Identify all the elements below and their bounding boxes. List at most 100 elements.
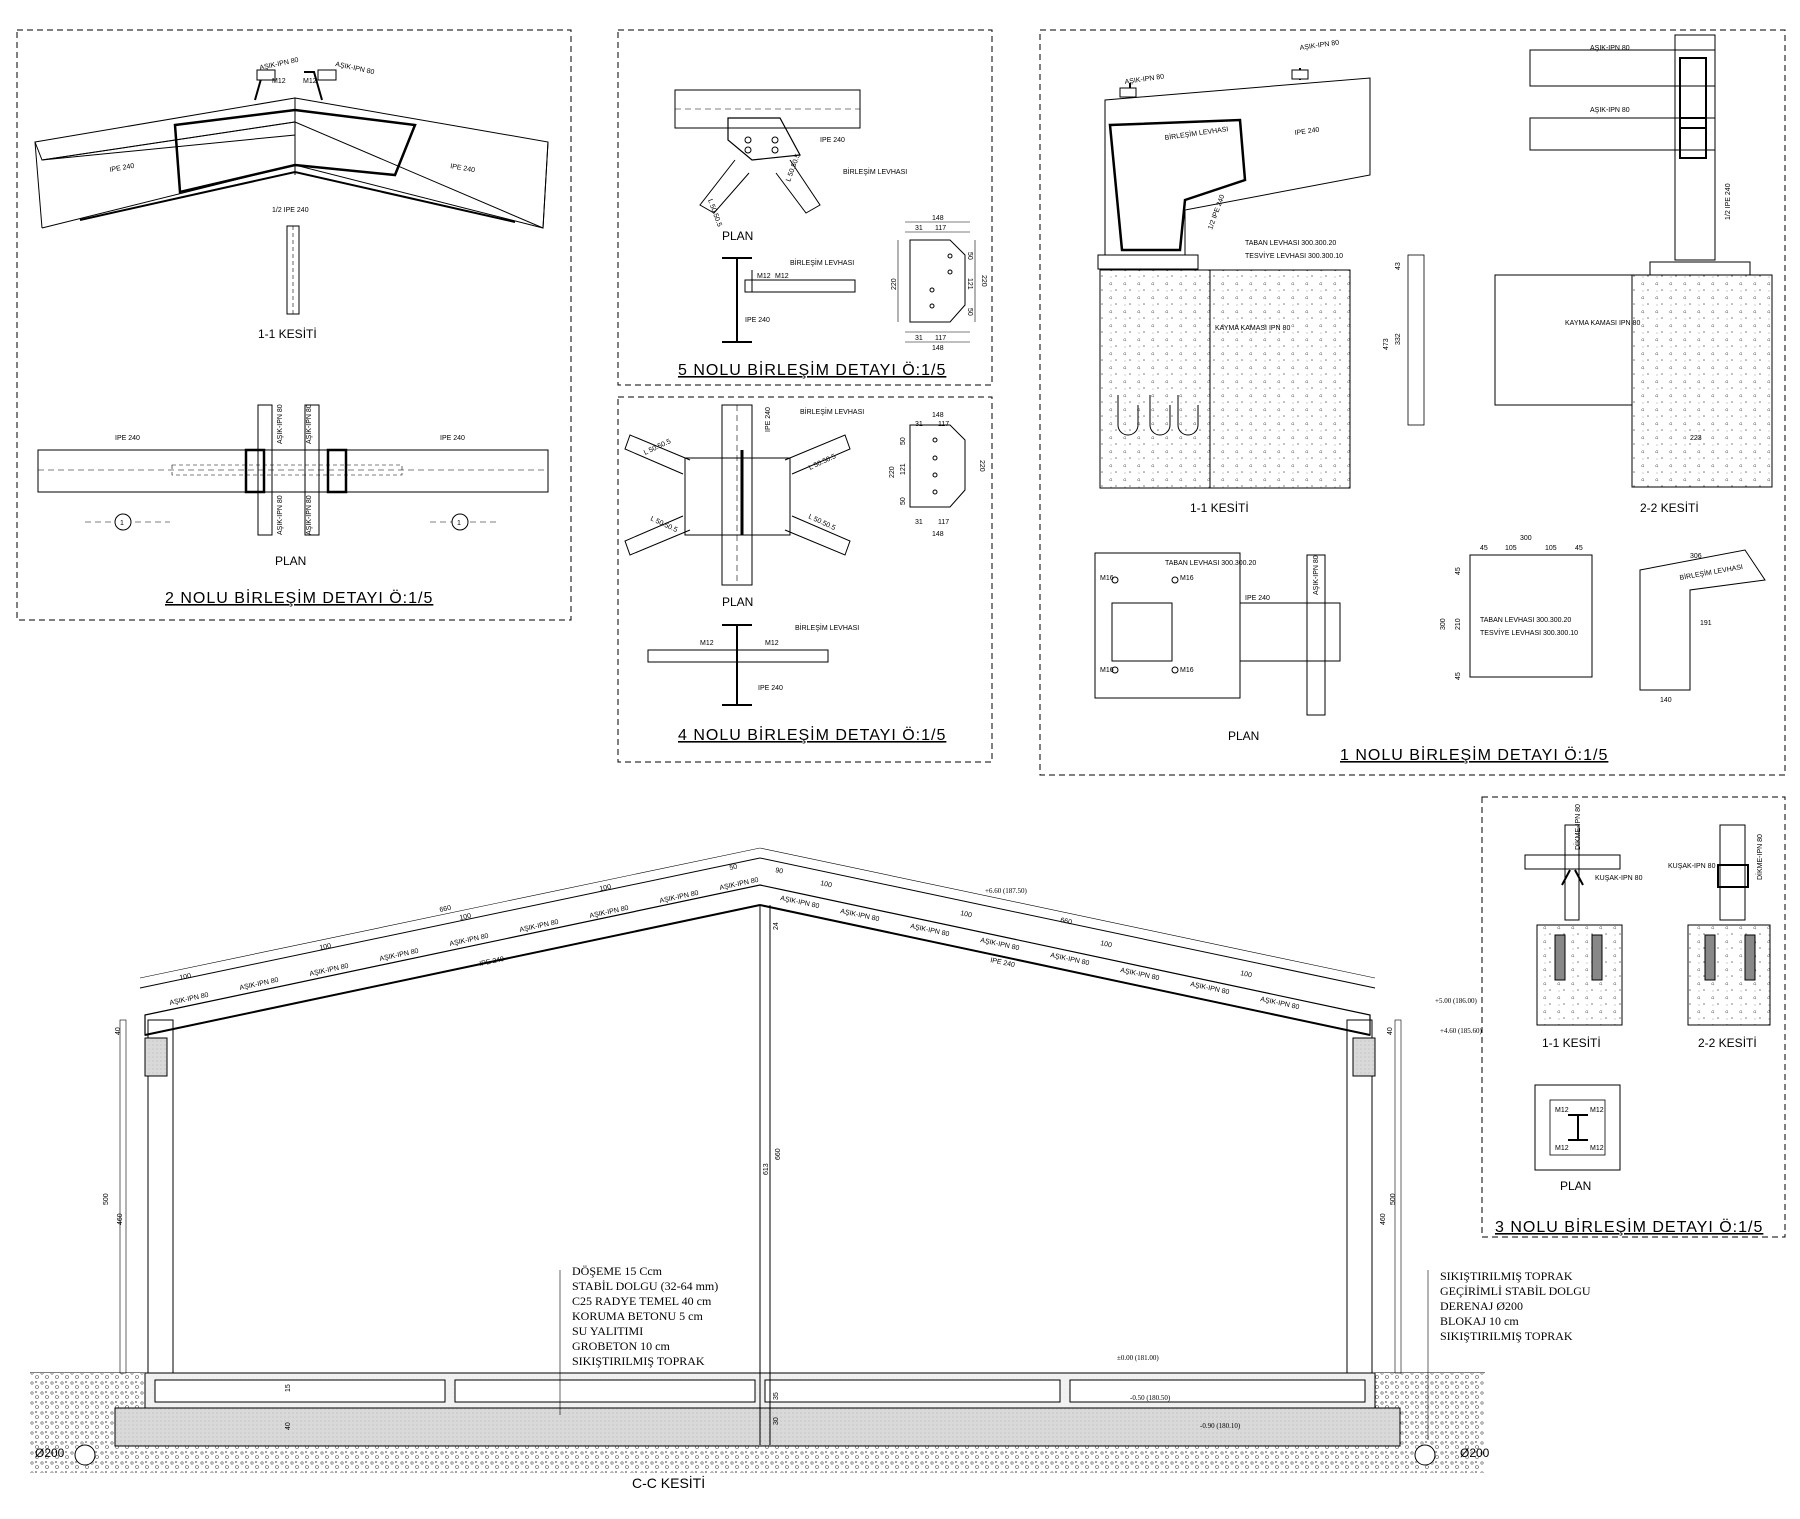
- dim-40: 40: [285, 1422, 292, 1430]
- label-taban: TABAN LEVHASI 300.300.20: [1165, 560, 1256, 567]
- label-ipe240: IPE 240: [758, 685, 783, 692]
- label-kayma: KAYMA KAMASI IPN 80: [1215, 325, 1290, 332]
- elev-eave-1: +5.00 (186.00): [1435, 997, 1478, 1005]
- plan-title: PLAN: [1560, 1179, 1591, 1193]
- label-m12: M12: [303, 78, 317, 85]
- label-asik: AŞIK-IPN 80: [306, 495, 313, 535]
- dim: 148: [932, 345, 944, 352]
- dim-spacing: 100: [179, 973, 192, 982]
- section-1-1-title: 1-1 KESİTİ: [1542, 1036, 1601, 1050]
- section-cc: Ø200 Ø200 AŞIK-IPN 80 AŞIK-IPN 80 AŞIK-I…: [30, 847, 1591, 1491]
- label-tesviye: TESVİYE LEVHASI 300.300.10: [1480, 628, 1578, 637]
- label-ipe240: IPE 240: [745, 317, 770, 324]
- label-birlesim-levhasi: BİRLEŞİM LEVHASI: [843, 167, 907, 176]
- elev-eave-2: +4.60 (185.60): [1440, 1027, 1483, 1035]
- label-kusak: KUŞAK-IPN 80: [1668, 863, 1716, 870]
- label-taban: TABAN LEVHASI 300.300.20: [1245, 240, 1336, 247]
- panel-title-birlesim-2: 2 NOLU BİRLEŞİM DETAYI Ö:1/5: [165, 588, 433, 607]
- dim-spacing: 100: [459, 913, 472, 922]
- dim: 117: [938, 421, 949, 428]
- label-half-ipe240: 1/2 IPE 240: [272, 207, 309, 214]
- label-m16: M16: [1180, 667, 1194, 674]
- dim: 50: [900, 497, 907, 505]
- dim: 473: [1383, 338, 1390, 350]
- plate-detail-4: 148 117 31 50 121 50 220 220 117 31 148: [889, 412, 985, 538]
- p1-base-plate: 300 45 105 105 45 300 210 45 45 TABAN LE…: [1440, 535, 1593, 680]
- label-l50: L 50.50.5: [808, 453, 837, 472]
- label-ipe240: IPE 240: [765, 407, 772, 432]
- dim-spacing: 100: [319, 943, 332, 952]
- dim-half-span: 660: [439, 905, 452, 914]
- dim: 31: [915, 421, 923, 428]
- label-l50: L 50.50.5: [643, 438, 672, 457]
- label-asik: AŞIK-IPN 80: [306, 404, 313, 444]
- label-taban: TABAN LEVHASI 300.300.20: [1480, 617, 1571, 624]
- label-half-ipe240: 1/2 IPE 240: [1207, 194, 1226, 231]
- dim: 45: [1575, 545, 1583, 552]
- plan-birlesim-2: IPE 240 IPE 240 AŞIK-IPN 80 AŞIK-IPN 80 …: [37, 404, 549, 568]
- label-ipe240: IPE 240: [820, 137, 845, 144]
- section-marker-1: 1: [120, 520, 124, 527]
- dim-35: 35: [773, 1392, 780, 1400]
- dim: 223: [1690, 435, 1702, 442]
- label-m12: M12: [775, 273, 789, 280]
- plate-detail-5: 148 117 31 50 121 50 220 220 117 31 148: [891, 215, 987, 352]
- label-m12: M12: [1590, 1107, 1604, 1114]
- dim-30: 30: [773, 1417, 780, 1425]
- dim-col-outer: 500: [1390, 1193, 1397, 1205]
- dim: 45: [1455, 567, 1462, 575]
- label-ipe240: IPE 240: [115, 435, 140, 442]
- label-l50: L 50.50.5: [649, 515, 678, 534]
- dim: 117: [935, 335, 946, 342]
- dim: 50: [966, 308, 973, 316]
- dim-col-inner: 460: [1380, 1213, 1387, 1225]
- label-m16: M16: [1100, 575, 1114, 582]
- dim-spacing: 100: [960, 910, 973, 919]
- note: C25 RADYE TEMEL 40 cm: [572, 1294, 712, 1308]
- label-asik: AŞIK-IPN 80: [1590, 107, 1630, 114]
- note: DERENAJ Ø200: [1440, 1299, 1523, 1313]
- label-birlesim-levhasi: BİRLEŞİM LEVHASI: [790, 258, 854, 267]
- section-1-1-title: 1-1 KESİTİ: [258, 327, 317, 341]
- note: SIKIŞTIRILMIŞ TOPRAK: [1440, 1269, 1573, 1283]
- label-asik: AŞIK-IPN 80: [277, 404, 284, 444]
- dim-col-inner: 460: [117, 1213, 124, 1225]
- dim: 121: [966, 278, 973, 290]
- note: SIKIŞTIRILMIŞ TOPRAK: [1440, 1329, 1573, 1343]
- label-asik: AŞIK-IPN 80: [169, 992, 209, 1007]
- label-asik: AŞIK-IPN 80: [589, 905, 629, 920]
- label-birlesim-levhasi: BİRLEŞİM LEVHASI: [795, 623, 859, 632]
- panel-birlesim-3: DİKME-IPN 80 KUŞAK-IPN 80 1-1 KESİTİ KUŞ…: [1481, 796, 1786, 1238]
- dim: 148: [932, 412, 944, 419]
- label-asik: AŞIK-IPN 80: [1590, 45, 1630, 52]
- label-m16: M16: [1100, 667, 1114, 674]
- label-birlesim-levhasi: BİRLEŞİM LEVHASI: [1679, 562, 1744, 582]
- label-asik-ipn80: AŞIK-IPN 80: [259, 57, 299, 72]
- dim: 306: [1690, 553, 1702, 560]
- plan-title: PLAN: [1228, 729, 1259, 743]
- dim: 105: [1505, 545, 1517, 552]
- dim: 220: [889, 466, 896, 478]
- label-birlesim-levhasi: BİRLEŞİM LEVHASI: [1164, 124, 1229, 142]
- note: DÖŞEME 15 Ccm: [572, 1264, 663, 1278]
- label-m12: M12: [765, 640, 779, 647]
- label-kusak: KUŞAK-IPN 80: [1595, 875, 1643, 882]
- label-ipe240: IPE 240: [1245, 595, 1270, 602]
- dim: 50: [900, 437, 907, 445]
- panel-birlesim-1: AŞIK-IPN 80 AŞIK-IPN 80 BİRLEŞİM LEVHASI…: [1039, 29, 1786, 776]
- notes-left: DÖŞEME 15 Ccm STABİL DOLGU (32-64 mm) C2…: [572, 1264, 718, 1368]
- label-kayma: KAYMA KAMASI IPN 80: [1565, 320, 1640, 327]
- dim-spacing: 100: [599, 884, 612, 893]
- label-half-ipe240: 1/2 IPE 240: [1725, 183, 1732, 220]
- dim-40: 40: [115, 1027, 122, 1035]
- label-ipe240: IPE 240: [109, 163, 135, 174]
- dim: 31: [915, 335, 923, 342]
- dim-end: 50: [729, 863, 738, 871]
- dim: 220: [891, 278, 898, 290]
- plan-title: PLAN: [722, 595, 753, 609]
- label-dikme: DİKME-IPN 80: [1755, 834, 1764, 880]
- dim: 31: [915, 519, 923, 526]
- dim: 148: [932, 531, 944, 538]
- label-asik: AŞIK-IPN 80: [239, 977, 279, 992]
